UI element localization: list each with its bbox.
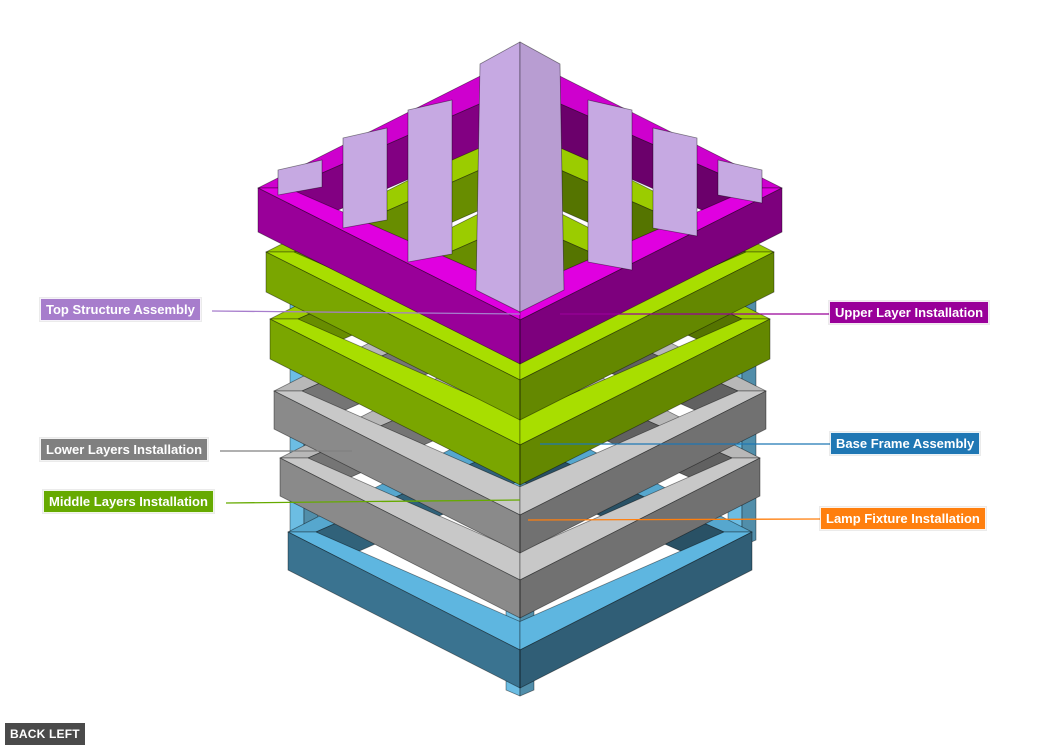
view-orientation-badge: BACK LEFT bbox=[5, 723, 85, 745]
roof-slat-0 bbox=[277, 159, 323, 196]
leader-top-structure bbox=[211, 310, 521, 315]
label-lamp-fixture-installation: Lamp Fixture Installation bbox=[820, 507, 986, 530]
roof-slat-center-right bbox=[519, 41, 565, 313]
roof-slat-6 bbox=[717, 159, 763, 204]
layer-frames bbox=[257, 55, 783, 689]
leader-lines bbox=[211, 310, 830, 521]
roof-slats bbox=[277, 41, 763, 313]
label-top-structure-assembly: Top Structure Assembly bbox=[40, 298, 201, 321]
leader-lamp-fixture bbox=[527, 518, 821, 521]
leader-middle-layers bbox=[225, 499, 521, 504]
roof-slat-1 bbox=[342, 127, 388, 229]
label-base-frame-assembly: Base Frame Assembly bbox=[830, 432, 981, 455]
roof-slat-4 bbox=[587, 99, 633, 271]
label-middle-layers-installation: Middle Layers Installation bbox=[43, 490, 214, 513]
roof-slat-center-left bbox=[475, 41, 521, 313]
roof-slat-2 bbox=[407, 99, 453, 263]
label-lower-layers-installation: Lower Layers Installation bbox=[40, 438, 209, 461]
roof-slat-5 bbox=[652, 127, 698, 237]
label-upper-layer-installation: Upper Layer Installation bbox=[829, 301, 990, 324]
